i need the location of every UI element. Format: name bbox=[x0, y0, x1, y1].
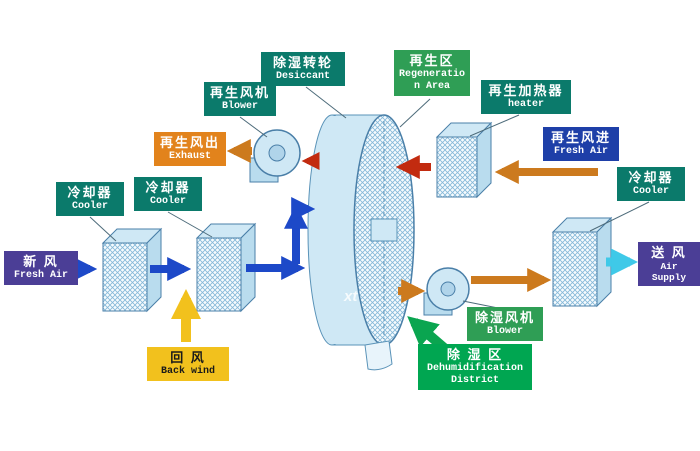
label-air-supply-zh: 送 风 bbox=[651, 245, 687, 260]
label-cooler-3: 冷却器 Cooler bbox=[617, 167, 685, 201]
label-regen-heater-zh: 再生加热器 bbox=[488, 83, 564, 98]
label-back-wind-zh: 回 风 bbox=[170, 350, 206, 365]
label-dehumid-district-zh: 除 湿 区 bbox=[446, 347, 504, 362]
label-cooler-2-en: Cooler bbox=[149, 195, 186, 207]
label-cooler-2-zh: 冷却器 bbox=[145, 180, 191, 195]
desiccant-wheel bbox=[307, 114, 415, 346]
label-desiccant-wheel-en: Desiccant bbox=[275, 70, 330, 82]
label-regen-blower-zh: 再生风机 bbox=[209, 85, 270, 100]
hot-air-arrows bbox=[301, 152, 431, 179]
label-dehumid-district: 除 湿 区 Dehumidification District bbox=[418, 344, 532, 390]
label-cooler-2: 冷却器 Cooler bbox=[134, 177, 202, 211]
label-back-wind: 回 风 Back wind bbox=[147, 347, 229, 381]
label-regen-fresh-air-zh: 再生风进 bbox=[550, 130, 611, 145]
wheel-hub bbox=[370, 218, 398, 242]
pointer-cooler1 bbox=[89, 216, 117, 242]
label-dehumid-blower: 除湿风机 Blower bbox=[467, 307, 543, 341]
label-regen-blower-en: Blower bbox=[221, 100, 258, 112]
pointer-desiccant bbox=[305, 86, 347, 119]
label-regen-heater-en: heater bbox=[507, 98, 544, 110]
label-exhaust-zh: 再生风出 bbox=[159, 135, 220, 150]
label-dehumid-district-en: Dehumidification District bbox=[426, 362, 523, 386]
label-regen-heater: 再生加热器 heater bbox=[481, 80, 571, 114]
label-fresh-air-in-en: Fresh Air bbox=[13, 269, 68, 281]
label-regen-area-zh: 再生区 bbox=[409, 53, 455, 68]
label-air-supply: 送 风 Air Supply bbox=[638, 242, 700, 287]
label-air-supply-en: Air Supply bbox=[651, 260, 687, 283]
label-cooler-1-en: Cooler bbox=[71, 200, 108, 212]
label-regen-fresh-air: 再生风进 Fresh Air bbox=[543, 127, 619, 161]
label-cooler-3-zh: 冷却器 bbox=[628, 170, 674, 185]
label-regen-area: 再生区 Regeneration Area bbox=[394, 50, 470, 96]
pointer-cooler3 bbox=[589, 201, 650, 232]
watermark: xt bbox=[344, 288, 358, 305]
condensate-sheet-icon bbox=[364, 340, 393, 371]
regen-blower-unit bbox=[249, 129, 301, 183]
label-fresh-air-in-zh: 新 风 bbox=[23, 254, 59, 269]
label-desiccant-wheel-zh: 除湿转轮 bbox=[272, 55, 333, 70]
label-exhaust: 再生风出 Exhaust bbox=[154, 132, 226, 166]
pointer-heater bbox=[469, 114, 520, 137]
label-regen-fresh-air-en: Fresh Air bbox=[553, 145, 608, 157]
label-cooler-3-en: Cooler bbox=[632, 185, 669, 197]
label-desiccant-wheel: 除湿转轮 Desiccant bbox=[261, 52, 345, 86]
label-dehumid-blower-en: Blower bbox=[486, 325, 523, 337]
heater-unit bbox=[435, 121, 493, 199]
label-dehumid-blower-zh: 除湿风机 bbox=[474, 310, 535, 325]
label-back-wind-en: Back wind bbox=[160, 365, 215, 377]
dehumid-blower-unit bbox=[423, 267, 470, 316]
cooler-unit-3 bbox=[551, 216, 613, 308]
label-fresh-air-in: 新 风 Fresh Air bbox=[4, 251, 78, 285]
label-regen-blower: 再生风机 Blower bbox=[204, 82, 276, 116]
pointer-dehumid-blower bbox=[462, 300, 499, 309]
pointer-regen-blower bbox=[239, 116, 268, 138]
pointer-regen-area bbox=[399, 98, 431, 128]
pointer-cooler2 bbox=[167, 211, 213, 238]
cooler-unit-1 bbox=[101, 227, 163, 313]
label-exhaust-en: Exhaust bbox=[168, 150, 211, 162]
label-cooler-1: 冷却器 Cooler bbox=[56, 182, 124, 216]
label-pointer-lines bbox=[89, 86, 650, 309]
label-cooler-1-zh: 冷却器 bbox=[67, 185, 113, 200]
regen-air-arrows bbox=[226, 139, 598, 303]
label-regen-area-en: Regeneration Area bbox=[398, 68, 465, 92]
